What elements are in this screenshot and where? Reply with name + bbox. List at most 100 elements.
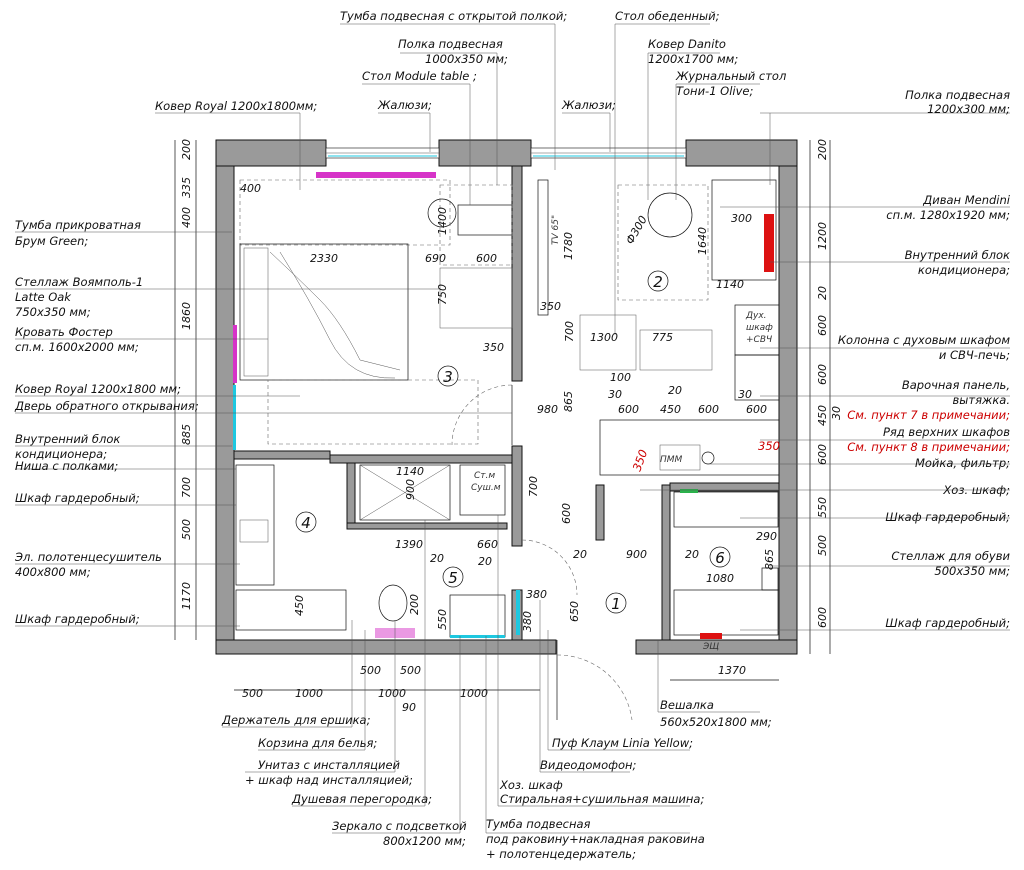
room-number-2: 2 — [653, 273, 663, 291]
dim: 600 — [816, 315, 829, 336]
dim: 30 — [608, 388, 622, 401]
label: Внутренний блок — [15, 432, 120, 446]
mirror-cyan — [450, 635, 505, 638]
dim: 1000 — [460, 687, 488, 700]
label: Ковер Danito — [648, 37, 726, 51]
oven-label: шкаф — [746, 323, 773, 333]
label: Хоз. шкаф — [499, 778, 563, 792]
dim: 20 — [816, 286, 829, 300]
label: Жалюзи; — [561, 98, 616, 112]
label: Тумба подвесная — [486, 817, 591, 831]
dim: 335 — [180, 177, 193, 198]
room-number-4: 4 — [301, 514, 311, 532]
dim: 1370 — [718, 664, 746, 677]
dim: 500 — [242, 687, 263, 700]
label: 1200x300 мм; — [927, 102, 1010, 116]
dim: 865 — [562, 391, 575, 412]
wall-left — [215, 139, 235, 655]
dim: 550 — [816, 497, 829, 518]
dishwasher — [659, 444, 701, 471]
room-number-1: 1 — [611, 595, 621, 613]
label: под раковину+накладная раковина — [486, 832, 705, 846]
label: Жалюзи; — [377, 98, 432, 112]
dim: 885 — [180, 424, 193, 445]
wall-partition-bath-top — [329, 454, 521, 464]
dim: 350 — [483, 341, 504, 354]
label: кондиционера; — [15, 447, 107, 461]
shelf-magenta — [316, 172, 436, 178]
wall-right — [778, 139, 798, 655]
dim: 500 — [400, 664, 421, 677]
washer-dryer — [459, 464, 506, 516]
label: Ковер Royal 1200x1800 мм; — [15, 382, 181, 396]
dim: 290 — [756, 530, 777, 543]
dim: 600 — [698, 403, 719, 416]
leaders-left — [15, 112, 512, 627]
label: 750x350 мм; — [15, 305, 91, 319]
dim: 500 — [180, 519, 193, 540]
leaders-top — [340, 23, 760, 335]
dim: 1860 — [180, 302, 193, 330]
wall-partition-bedroom — [233, 450, 331, 460]
dimension-lines — [174, 140, 831, 691]
label: + полотенцедержатель; — [486, 847, 636, 861]
dishwasher-label: ПММ — [660, 455, 683, 465]
dim: 200 — [180, 139, 193, 160]
room-number-5: 5 — [448, 569, 458, 587]
label: 800x1200 мм; — [383, 834, 466, 848]
dim: 900 — [404, 479, 417, 500]
label: Ковер Royal 1200x1800мм; — [155, 99, 317, 113]
label: 560x520x1800 мм; — [660, 715, 772, 729]
dim: 1080 — [706, 572, 734, 585]
washer-label: Суш.м — [471, 483, 501, 493]
dim: 380 — [526, 588, 547, 601]
dim: 30 — [830, 406, 843, 420]
dining-chair-1 — [579, 314, 637, 371]
label: Дверь обратного открывания; — [14, 399, 199, 413]
label: Хоз. шкаф; — [942, 483, 1010, 497]
dim: 300 — [731, 212, 752, 225]
label: Полка подвесная — [398, 37, 503, 51]
dim: 1400 — [436, 207, 449, 235]
dim: 20 — [478, 555, 492, 568]
dim: 20 — [668, 384, 682, 397]
wall-wardrobe-top — [669, 482, 780, 492]
label: Тумба подвесная с открытой полкой; — [340, 9, 567, 23]
sofa-mendini — [711, 179, 777, 281]
dim: 1780 — [562, 232, 575, 260]
label: 500x350 мм; — [934, 564, 1010, 578]
tv-label: TV 65" — [551, 215, 561, 245]
dim: 550 — [436, 609, 449, 630]
label: Стол обеденный; — [615, 9, 720, 23]
label: Держатель для ершика; — [221, 713, 371, 727]
dim: 2330 — [310, 252, 338, 265]
dim: 380 — [521, 611, 534, 632]
dim: 1140 — [716, 278, 744, 291]
dim: Ф300 — [623, 214, 649, 247]
dim: 1000 — [295, 687, 323, 700]
dining-table — [639, 329, 713, 371]
labels-right: Полка подвесная 1200x300 мм; Диван Mendi… — [838, 88, 1011, 630]
label: Видеодомофон; — [540, 758, 637, 772]
labels-left: Ковер Royal 1200x1800мм; Тумба прикроват… — [14, 99, 317, 626]
wall-bath-mid — [346, 522, 508, 530]
dim: 450 — [660, 403, 681, 416]
dim: 400 — [240, 182, 261, 195]
labels-bottom: Держатель для ершика; Корзина для белья;… — [221, 698, 772, 861]
dim: 100 — [610, 371, 631, 384]
label: Колонна с духовым шкафом — [838, 333, 1010, 347]
label: Душевая перегородка; — [291, 792, 432, 806]
dim: 700 — [563, 321, 576, 342]
dim: 1200 — [816, 222, 829, 250]
dim: 90 — [402, 701, 416, 714]
dim: 1300 — [590, 331, 618, 344]
label: Варочная панель, — [902, 378, 1010, 392]
dim: 200 — [816, 139, 829, 160]
sink-icon — [701, 451, 715, 465]
label: Шкаф гардеробный; — [15, 491, 140, 505]
room-number-6: 6 — [715, 549, 725, 567]
dim: 1390 — [395, 538, 423, 551]
label: Унитаз с инсталляцией — [258, 758, 401, 772]
label: Шкаф гардеробный; — [885, 510, 1010, 524]
